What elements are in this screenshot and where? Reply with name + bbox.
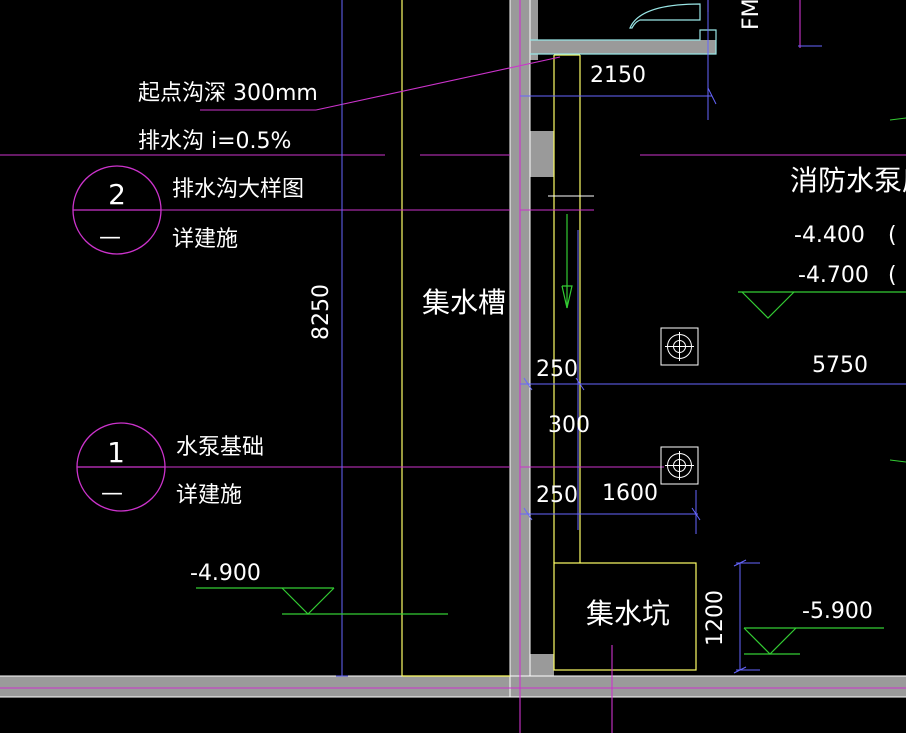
walls <box>0 0 906 698</box>
dim-1200: 1200 <box>703 590 728 646</box>
floor-drain-upper[interactable] <box>660 327 699 366</box>
yellow-outlines <box>401 0 697 677</box>
level-minus-4700: -4.700 <box>798 263 869 288</box>
sump-pit-outline <box>553 562 697 671</box>
level-minus-4400: -4.400 <box>794 223 865 248</box>
detail2-title: 排水沟大样图 <box>172 177 304 202</box>
detail-marker-1[interactable]: 1 — <box>76 422 166 512</box>
dimension-lines <box>336 0 906 677</box>
detail2-ref: 详建施 <box>172 227 238 252</box>
wall-top-stub <box>530 0 538 60</box>
level-minus-4900: -4.900 <box>190 561 261 586</box>
sump-channel-label: 集水槽 <box>422 286 506 319</box>
dim-250-lower: 250 <box>536 483 578 508</box>
detail1-number: 1 <box>107 436 125 469</box>
bottom-wall <box>0 676 906 697</box>
trench-start-depth-label: 起点沟深 300mm <box>138 81 318 106</box>
level-4700-suffix: ( <box>888 263 897 288</box>
fire-pump-room-label: 消防水泵房 <box>790 164 906 197</box>
dim-5750: 5750 <box>812 353 868 378</box>
dim-1600: 1600 <box>602 481 658 506</box>
detail2-number: 2 <box>108 178 126 211</box>
detail1-ref: 详建施 <box>176 483 242 508</box>
detail1-sub: — <box>101 481 123 506</box>
dim-8250: 8250 <box>309 284 334 340</box>
dim-300: 300 <box>548 413 590 438</box>
column-upper <box>510 131 554 177</box>
floor-drain-lower[interactable] <box>660 446 699 485</box>
level-minus-5900: -5.900 <box>802 599 873 624</box>
dim-2150: 2150 <box>590 63 646 88</box>
sump-pit-label: 集水坑 <box>586 597 670 630</box>
level-symbols <box>196 214 906 655</box>
fm-label: FM <box>739 0 764 30</box>
trench-slope-label: 排水沟 i=0.5% <box>138 129 291 154</box>
top-wall-ledge <box>530 40 716 54</box>
detail1-title: 水泵基础 <box>176 435 264 460</box>
detail2-sub: — <box>99 225 121 250</box>
level-4400-suffix: ( <box>888 223 897 248</box>
detail-marker-2[interactable]: 2 — <box>72 165 162 255</box>
dim-250-upper: 250 <box>536 357 578 382</box>
